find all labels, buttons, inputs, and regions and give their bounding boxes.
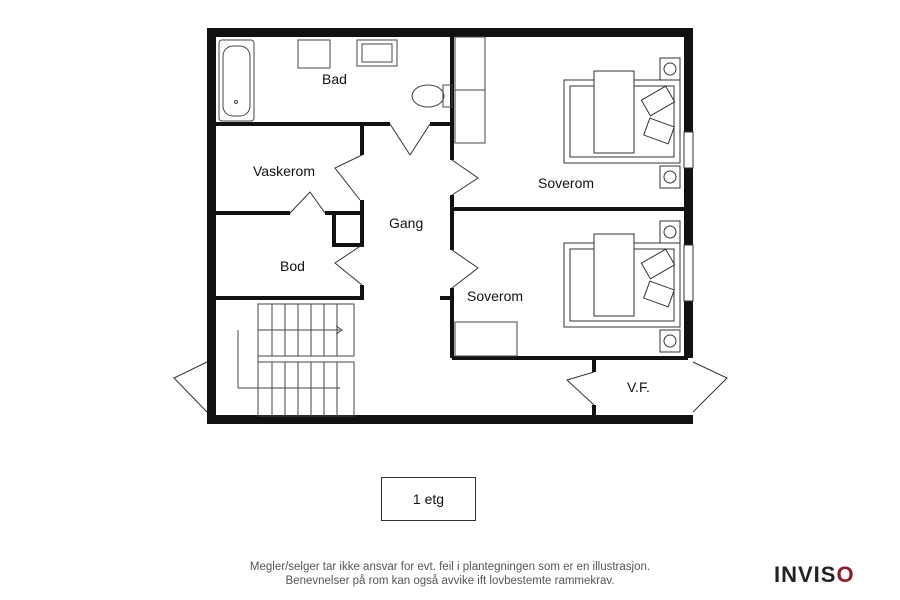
wardrobe [454, 36, 518, 357]
stairs [237, 303, 355, 417]
outer-walls [207, 28, 693, 424]
disclaimer-line-2: Benevnelser på rom kan også avvike ift l… [285, 575, 615, 587]
room-label-soverom-upper: Soverom [538, 175, 594, 191]
doors [173, 123, 728, 413]
bathroom-fixtures [218, 39, 453, 122]
logo-text: INVIS [774, 562, 837, 587]
room-label-bad: Bad [322, 71, 347, 87]
room-label-vaskerom: Vaskerom [253, 163, 315, 179]
room-label-vf: V.F. [627, 379, 650, 395]
bed-upper [563, 57, 681, 189]
logo-accent: O [836, 562, 855, 587]
disclaimer-line-1: Megler/selger tar ikke ansvar for evt. f… [249, 561, 651, 573]
room-label-soverom-lower: Soverom [467, 288, 523, 304]
inviso-logo: INVISO [774, 562, 855, 588]
disclaimer: Megler/selger tar ikke ansvar for evt. f… [200, 560, 700, 588]
room-label-bod: Bod [280, 258, 305, 274]
bed-lower [563, 220, 681, 353]
windows [683, 131, 694, 302]
interior-walls [216, 37, 688, 416]
room-label-gang: Gang [389, 215, 423, 231]
floor-level-label: 1 etg [381, 477, 476, 521]
